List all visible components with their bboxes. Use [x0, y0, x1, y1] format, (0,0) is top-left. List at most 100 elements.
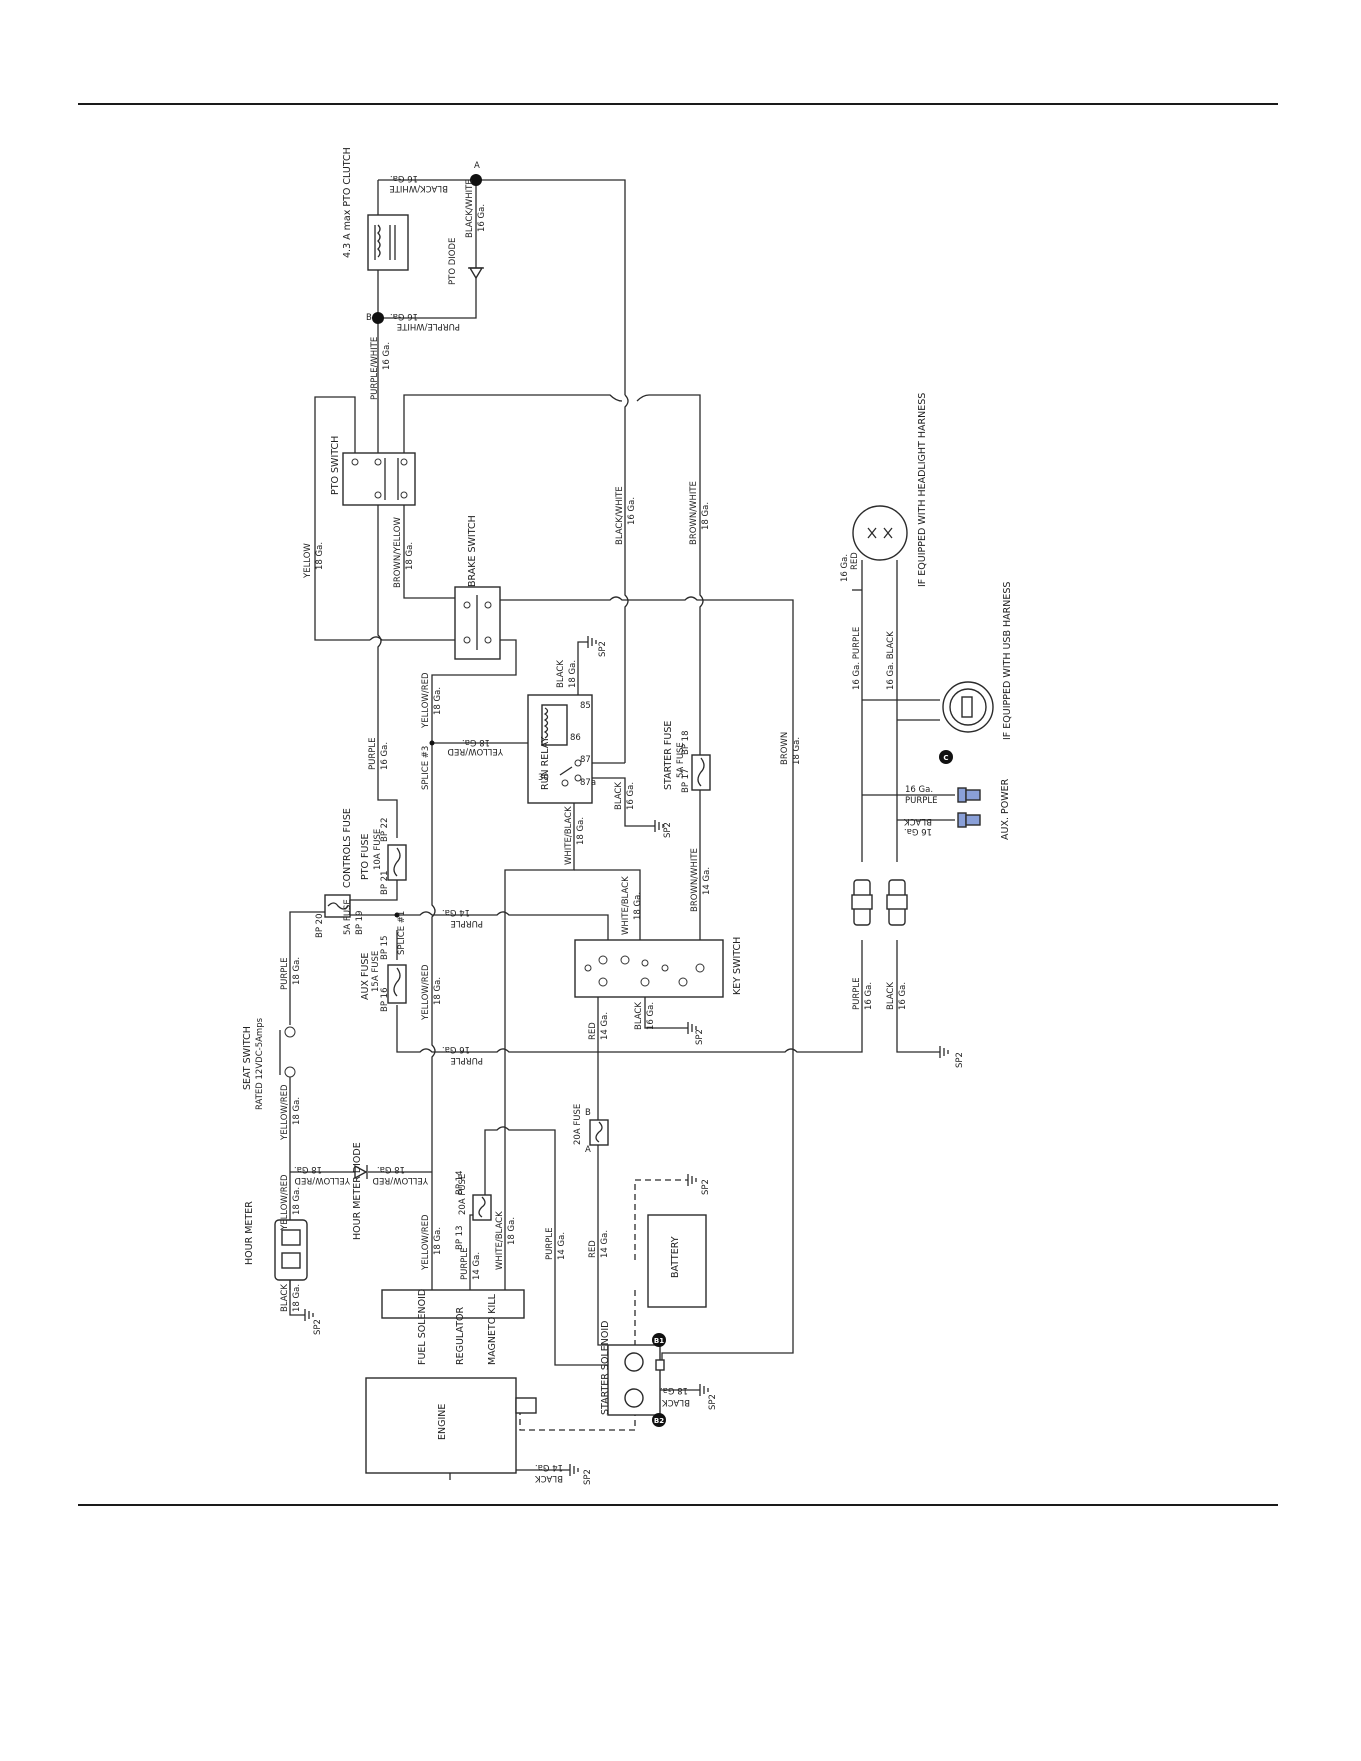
pto-clutch	[367, 214, 409, 271]
label-bp20: BP 20	[315, 914, 325, 938]
label-key-switch: KEY SWITCH	[732, 937, 743, 995]
label-bp19: BP 19	[355, 911, 365, 935]
node-b-label: B	[366, 313, 372, 323]
run-relay	[527, 694, 593, 804]
badge-c-label: C	[943, 754, 948, 762]
badge-b1	[652, 1333, 666, 1347]
headlight	[852, 505, 908, 561]
label-relay-black-ga: 18 Ga.	[568, 660, 578, 688]
label-sp2-e: SP2	[701, 1179, 711, 1195]
label-aux-black-ga: 16 Ga.	[904, 826, 932, 836]
label-purple-splice1: PURPLE	[451, 918, 484, 928]
label-bw-top: BLACK/WHITE	[389, 183, 448, 193]
label-aux-purple: PURPLE	[905, 796, 938, 806]
label-black-h2: BLACK	[886, 982, 896, 1010]
label-brown-yellow-ga: 18 Ga.	[405, 542, 415, 570]
label-pto-diode: PTO DIODE	[448, 238, 458, 285]
label-wb-key-ga: 18 Ga.	[633, 892, 643, 920]
pto-diode	[468, 267, 484, 280]
label-purple-h1: PURPLE	[852, 978, 862, 1011]
pto-fuse	[387, 844, 407, 881]
label-87a-black-ga: 16 Ga.	[626, 782, 636, 810]
regulator-fuse	[472, 1194, 492, 1221]
label-black-hm-ga: 18 Ga.	[292, 1284, 302, 1312]
label-brwh-18: BROWN/WHITE	[689, 481, 699, 545]
label-usb-purple: 16 Ga. PURPLE	[852, 627, 862, 690]
label-aux-fuse: AUX FUSE	[360, 953, 371, 1000]
engine-connector	[381, 1289, 525, 1319]
label-splice3: SPLICE #3	[421, 746, 431, 790]
node-b-dot	[372, 312, 384, 324]
label-bp14: BP 14	[455, 1171, 465, 1195]
label-seat-switch: SEAT SWITCH	[242, 1026, 253, 1090]
label-pin-87a: 87a	[580, 778, 596, 788]
label-yr-hm1: YELLOW/RED	[294, 1175, 351, 1185]
label-splice1: SPLICE #1	[397, 911, 407, 955]
label-pw-top: PURPLE/WHITE	[397, 321, 460, 331]
label-pin-86: 86	[570, 733, 581, 743]
label-purple-reg-ga: 14 Ga.	[472, 1252, 482, 1280]
label-sp2-b: SP2	[663, 822, 673, 838]
label-aux-black: BLACK	[904, 816, 932, 826]
label-run-relay: RUN RELAY	[540, 736, 551, 790]
label-yr-seat-ga: 18 Ga.	[292, 1097, 302, 1125]
label-pin-85: 85	[580, 701, 591, 711]
label-yr-hm1-ga: 18 Ga.	[294, 1164, 322, 1174]
label-purple-aux: PURPLE	[451, 1055, 484, 1065]
label-yr-eng: YELLOW/RED	[421, 1214, 431, 1271]
label-bw-long: BLACK/WHITE	[615, 486, 625, 545]
label-yellow-ga: 18 Ga.	[315, 542, 325, 570]
controls-fuse	[324, 894, 351, 918]
label-yr-hm3: YELLOW/RED	[280, 1174, 290, 1231]
label-sp2-a: SP2	[598, 641, 608, 657]
label-bp13: BP 13	[455, 1226, 465, 1250]
label-wb-key: WHITE/BLACK	[621, 876, 631, 935]
label-hm-diode: HOUR METER DIODE	[352, 1142, 363, 1240]
label-regulator: REGULATOR	[455, 1307, 466, 1365]
key-switch	[574, 939, 724, 998]
label-usb-black: 16 Ga. BLACK	[886, 631, 896, 690]
bottom-rule	[78, 1504, 1278, 1506]
label-yellow: YELLOW	[303, 543, 313, 579]
label-brwh-14-ga: 14 Ga.	[702, 867, 712, 895]
label-sp2-g: SP2	[583, 1469, 593, 1485]
top-rule	[78, 103, 1278, 105]
label-starter-fuse-rating: 5A FUSE	[676, 742, 686, 778]
label-bw-top-ga: 16 Ga.	[390, 173, 418, 183]
brake-switch	[454, 586, 501, 660]
label-starter-solenoid: STARTER SOLENOID	[600, 1321, 611, 1415]
label-fuel-solenoid: FUEL SOLENOID	[417, 1289, 428, 1365]
label-bw-diode-ga: 16 Ga.	[477, 204, 487, 232]
label-black-key: BLACK	[634, 1002, 644, 1030]
grounds	[304, 636, 949, 1476]
label-purple-sol: PURPLE	[545, 1228, 555, 1261]
node-a-label: A	[474, 161, 480, 171]
label-reg-fuse-rating: 20A FUSE	[458, 1174, 468, 1215]
label-wb-eng: WHITE/BLACK	[495, 1211, 505, 1270]
label-bp16: BP 16	[380, 988, 390, 1012]
label-black-h2-ga: 16 Ga.	[898, 982, 908, 1010]
label-red-hl-ga: 16 Ga.	[840, 554, 850, 582]
label-pw-top-ga: 16 Ga.	[390, 311, 418, 321]
label-main-fuse-b: B	[585, 1108, 591, 1118]
label-brwh-18-ga: 18 Ga.	[701, 502, 711, 530]
label-pw-vert-ga: 16 Ga.	[382, 342, 392, 370]
label-purple-splice1-ga: 14 Ga.	[442, 907, 470, 917]
label-wb-30-ga: 18 Ga.	[576, 817, 586, 845]
badge-b1-label: B1	[654, 1337, 664, 1345]
label-headlight: IF EQUIPPED WITH HEADLIGHT HARNESS	[917, 393, 928, 587]
label-starter-fuse: STARTER FUSE	[663, 721, 674, 790]
aux-fuse	[387, 964, 407, 1004]
label-black-sol-ga: 18 Ga.	[660, 1385, 688, 1395]
battery	[647, 1214, 707, 1308]
label-yr-hm2-ga: 18 Ga.	[377, 1164, 405, 1174]
label-aux-power: AUX. POWER	[1000, 778, 1011, 840]
label-sp2-d: SP2	[313, 1319, 323, 1335]
hour-meter-diode	[354, 1164, 368, 1180]
label-purple-up: PURPLE	[368, 738, 378, 771]
pto-switch	[342, 452, 416, 506]
label-yr-seat: YELLOW/RED	[280, 1084, 290, 1141]
engine	[365, 1377, 537, 1474]
label-red-key: RED	[588, 1022, 598, 1040]
label-yr-hm3-ga: 18 Ga.	[292, 1187, 302, 1215]
